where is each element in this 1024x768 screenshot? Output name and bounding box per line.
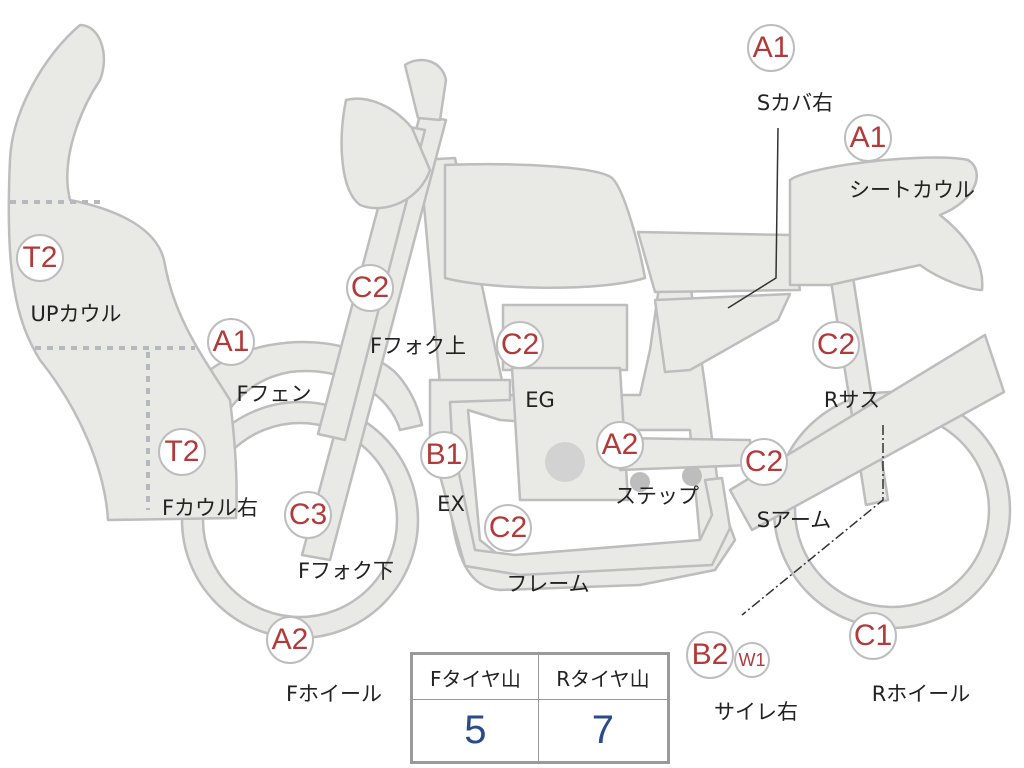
engine-code-badge: C2	[496, 321, 544, 369]
r-wheel-code: C1	[853, 619, 893, 652]
r-tire-header: Rタイヤ山	[537, 653, 670, 700]
silencer-right-code-badge: B2	[686, 631, 734, 679]
s-arm-code: C2	[744, 445, 784, 478]
s-cover-right-label: Sカバ右	[756, 91, 834, 115]
f-fender-label: Fフェン	[236, 382, 312, 406]
r-wheel-code-badge: C1	[849, 612, 897, 660]
f-fork-lower-label: Fフォク下	[297, 559, 395, 583]
swing-arm-shape	[728, 333, 1006, 532]
headlight-shape	[340, 97, 432, 210]
seat-shape	[636, 230, 802, 294]
engine-block-shape	[510, 366, 630, 502]
f-tire-header: Fタイヤ山	[411, 653, 539, 700]
f-cowl-right-code: T2	[164, 435, 200, 468]
f-tire-value: 5	[411, 699, 539, 763]
side-cover-shape	[653, 292, 792, 374]
f-fork-upper-label: Fフォク上	[369, 334, 467, 358]
s-cover-right-code-badge: A1	[747, 24, 795, 72]
r-suspension-label: Rサス	[823, 388, 881, 412]
r-wheel-label: Rホイール	[871, 682, 971, 706]
f-cowl-right-label: Fカウル右	[161, 496, 259, 520]
f-fender-code-badge: A1	[207, 318, 255, 366]
up-cowl-code: T2	[22, 241, 58, 274]
s-arm-code-badge: C2	[740, 438, 788, 486]
f-fork-upper-code: C2	[350, 271, 390, 304]
f-fender-code: A1	[212, 325, 250, 358]
s-arm-label: Sアーム	[756, 508, 832, 532]
step-code-badge: A2	[596, 421, 644, 469]
tire-table-value-row: 5 7	[411, 699, 670, 763]
silencer-leader-line	[741, 425, 884, 616]
step-peg-right	[682, 466, 702, 486]
seat-cowl-code: A1	[849, 121, 887, 154]
silencer-right-extra-code: W1	[738, 650, 766, 670]
tire-table-header-row: Fタイヤ山 Rタイヤ山	[411, 653, 670, 700]
up-cowl-code-badge: T2	[16, 234, 64, 282]
frame-code: C2	[488, 511, 528, 544]
step-label: ステップ	[615, 484, 699, 508]
seat-cowl-label: シートカウル	[849, 178, 975, 202]
tire-tread-table: Fタイヤ山 Rタイヤ山 5 7	[410, 652, 670, 764]
exhaust-code-badge: B1	[420, 431, 468, 479]
silencer-right-code: B2	[691, 638, 729, 671]
f-wheel-code-badge: A2	[266, 616, 314, 664]
step-peg-left	[630, 472, 650, 492]
seat-cowl-shape	[788, 156, 984, 292]
f-wheel-code: A2	[271, 623, 309, 656]
r-tire-value: 7	[537, 699, 670, 763]
mirror-shape	[403, 58, 448, 122]
exhaust-pipe-shape	[428, 378, 732, 577]
f-cowl-right-code-badge: T2	[158, 428, 206, 476]
f-fork-upper-code-badge: C2	[346, 264, 394, 312]
s-cover-right-code: A1	[752, 31, 790, 64]
f-wheel-label: Fホイール	[285, 682, 383, 706]
frame-label: フレーム	[506, 572, 590, 596]
f-fork-lower-code: C3	[288, 498, 328, 531]
step-code: A2	[601, 428, 639, 461]
engine-cover-shape	[545, 442, 585, 482]
exhaust-code: B1	[425, 438, 463, 471]
seat-cowl-code-badge: A1	[844, 114, 892, 162]
engine-label: EG	[525, 388, 555, 412]
up-cowl-label: UPカウル	[30, 302, 122, 326]
silencer-right-label: サイレ右	[714, 700, 798, 724]
r-suspension-code-badge: C2	[812, 321, 860, 369]
exhaust-label: EX	[437, 492, 465, 516]
front-cowl-shape	[7, 23, 238, 522]
engine-code: C2	[500, 328, 540, 361]
silencer-right-extra-code-badge: W1	[734, 642, 770, 678]
fuel-tank-shape	[443, 163, 647, 290]
frame-code-badge: C2	[484, 504, 532, 552]
r-suspension-code: C2	[816, 328, 856, 361]
s-cover-leader-line	[727, 127, 779, 309]
f-fork-lower-code-badge: C3	[284, 491, 332, 539]
